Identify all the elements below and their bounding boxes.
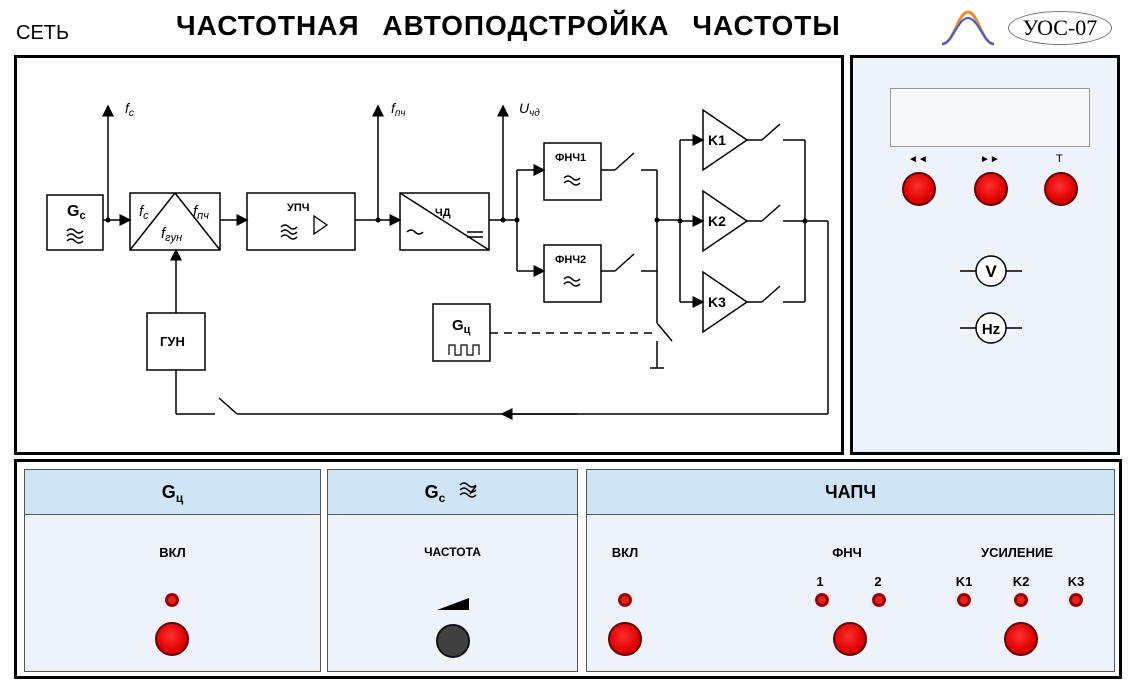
forward-icon: ►► — [980, 154, 1000, 165]
fnch-2-label: 2 — [874, 574, 882, 589]
fnch1-label: ФНЧ1 — [555, 152, 586, 164]
gc-label: Gc — [67, 203, 86, 222]
out-fc-label: fc — [125, 100, 134, 119]
fnch-2-led — [873, 594, 885, 606]
gain-k1-label: K1 — [955, 574, 973, 589]
gain-k3-led — [1070, 594, 1082, 606]
gts-on-label: ВКЛ — [159, 545, 186, 560]
chapch-panel: ЧАПЧ ВКЛ ФНЧ 1 2 УСИЛЕНИЕ K1 K2 K3 — [586, 469, 1115, 672]
out-uchd-label: Uчд — [519, 100, 540, 119]
block-diagram: Gc fc fпч fгун УПЧ ЧД ФНЧ1 ФНЧ2 K1 K2 K3… — [14, 55, 844, 455]
t-button[interactable] — [1044, 172, 1078, 206]
fnch2-label: ФНЧ2 — [555, 254, 586, 266]
fnch1-block — [543, 142, 602, 201]
gain-label: УСИЛЕНИЕ — [980, 545, 1053, 560]
svg-text:V: V — [985, 262, 997, 281]
gc-frequency-knob[interactable] — [436, 624, 470, 658]
control-panel: Gц ВКЛ Gc ЧАСТОТА ЧАПЧ ВКЛ ФНЧ 1 2 УСИЛЕ… — [14, 459, 1122, 679]
gts-on-button[interactable] — [155, 622, 189, 656]
out-fpch-label: fпч — [391, 100, 406, 119]
k3-label: K3 — [708, 294, 726, 310]
mixer-fc-label: fc — [139, 203, 149, 222]
chapch-on-led — [619, 594, 631, 606]
mixer-fgun-label: fгун — [161, 225, 182, 244]
gain-select-button[interactable] — [1004, 622, 1038, 656]
gts-panel-title: Gц — [25, 470, 320, 515]
brand-logo — [940, 10, 996, 51]
gun-label: ГУН — [160, 334, 185, 349]
fnch-1-label: 1 — [816, 574, 824, 589]
gain-k2-led — [1015, 594, 1027, 606]
k2-label: K2 — [708, 213, 726, 229]
mixer-fpch-label: fпч — [193, 203, 209, 222]
gain-k1-led — [958, 594, 970, 606]
chapch-on-button[interactable] — [608, 622, 642, 656]
voltmeter-icon: V — [960, 255, 1022, 287]
wave-icon — [459, 482, 477, 498]
page-title: ЧАСТОТНАЯ АВТОПОДСТРОЙКА ЧАСТОТЫ — [176, 10, 841, 41]
chapch-on-label: ВКЛ — [611, 545, 639, 560]
upch-label: УПЧ — [287, 202, 309, 214]
brand-badge: УОС-07 — [1008, 11, 1112, 45]
meter-display — [890, 88, 1090, 147]
meter-panel: ◄◄ ►► T V Hz — [850, 55, 1120, 455]
gc-panel-title: Gc — [328, 470, 577, 515]
gain-k3-label: K3 — [1067, 574, 1085, 589]
fnch-select-button[interactable] — [833, 622, 867, 656]
network-label: СЕТЬ — [16, 22, 70, 44]
gts-panel: Gц ВКЛ — [24, 469, 321, 672]
gc-frequency-label: ЧАСТОТА — [424, 545, 481, 559]
gts-on-led — [166, 594, 178, 606]
ramp-icon — [437, 598, 469, 610]
mixer-block — [129, 192, 221, 251]
forward-button[interactable] — [974, 172, 1008, 206]
chapch-panel-title: ЧАПЧ — [587, 470, 1114, 515]
fnch2-block — [543, 244, 602, 303]
gts-label: Gц — [452, 317, 471, 336]
frequency-meter-icon: Hz — [960, 312, 1022, 344]
gain-k2-label: K2 — [1012, 574, 1030, 589]
k1-label: K1 — [708, 132, 726, 148]
gc-panel: Gc ЧАСТОТА — [327, 469, 578, 672]
t-label: T — [1056, 153, 1063, 165]
rewind-button[interactable] — [902, 172, 936, 206]
fnch-label: ФНЧ — [832, 545, 862, 560]
svg-text:Hz: Hz — [982, 321, 1000, 338]
rewind-icon: ◄◄ — [908, 154, 928, 165]
chd-label: ЧД — [435, 207, 451, 219]
fnch-1-led — [816, 594, 828, 606]
